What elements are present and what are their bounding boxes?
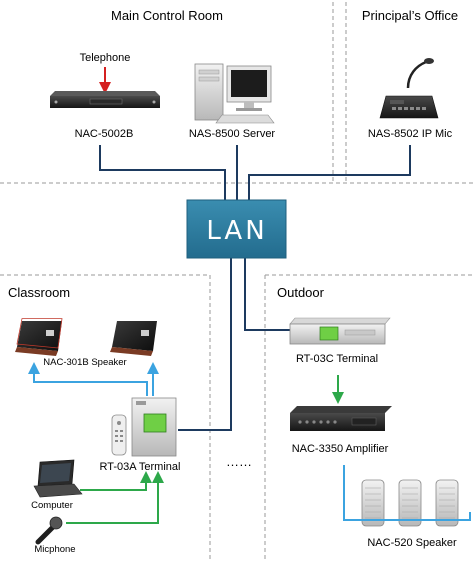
arrow-microphone-to-rt03a <box>66 471 164 524</box>
more-terminals-ellipsis: …… <box>226 454 252 469</box>
column-speaker-3-icon <box>435 479 459 527</box>
arrow-computer-to-rt03a <box>80 471 152 491</box>
nac-3350-label: NAC-3350 Amplifier <box>292 443 389 455</box>
region-title-principals-office: Principal’s Office <box>362 8 458 23</box>
nac-5002b-rack-unit <box>50 91 160 108</box>
arrow-rt03a-to-left-speaker <box>28 362 148 396</box>
column-speakers-icon <box>361 479 459 527</box>
region-title-classroom: Classroom <box>8 285 70 300</box>
nas-8500-server-icon <box>194 63 275 124</box>
rt-03c-label: RT-03C Terminal <box>296 353 378 365</box>
nas-8502-ip-mic-icon <box>379 58 439 119</box>
nas-8502-label: NAS-8502 IP Mic <box>368 128 453 140</box>
micphone-label: Micphone <box>34 544 75 555</box>
nac-3350-amplifier-icon <box>290 406 392 431</box>
microphone-icon <box>35 516 63 545</box>
nac-301b-speaker-label: NAC-301B Speaker <box>43 357 126 368</box>
classroom-input-arrows <box>66 471 164 524</box>
nac-520-speaker-label: NAC-520 Speaker <box>367 537 457 549</box>
lan-hub: LAN <box>186 199 287 259</box>
lan-label: LAN <box>206 216 267 246</box>
classroom-speaker-left-icon <box>15 318 63 356</box>
line-nac5002b-to-lan <box>99 145 226 200</box>
column-speaker-1-icon <box>361 479 385 527</box>
line-nas8502-to-lan <box>248 145 411 200</box>
computer-label: Computer <box>31 500 73 511</box>
rt-03a-terminal-icon <box>111 397 177 457</box>
rt-03c-terminal-icon <box>289 317 391 345</box>
classroom-audio-arrows <box>28 362 159 396</box>
column-speaker-2-icon <box>398 479 422 527</box>
line-lan-to-rt03a <box>178 258 232 431</box>
rt-03a-label: RT-03A Terminal <box>100 461 181 473</box>
telephone-label: Telephone <box>80 52 131 64</box>
computer-laptop-icon <box>33 459 83 498</box>
classroom-speaker-right-icon <box>110 321 157 356</box>
network-lines <box>99 145 411 431</box>
line-lan-to-rt03c <box>244 258 290 331</box>
region-title-main-control-room: Main Control Room <box>111 8 223 23</box>
region-title-outdoor: Outdoor <box>277 285 325 300</box>
arrow-amplifier-to-column-speakers <box>343 465 471 521</box>
nac-5002b-label: NAC-5002B <box>75 128 134 140</box>
nas-8500-label: NAS-8500 Server <box>189 128 276 140</box>
